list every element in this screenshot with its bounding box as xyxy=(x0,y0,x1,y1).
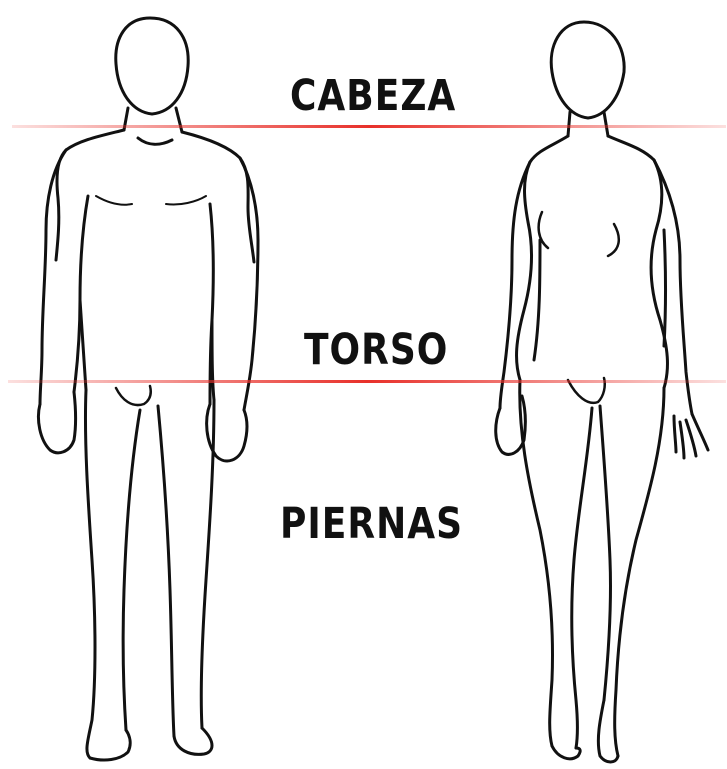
male-head xyxy=(116,18,188,114)
head-section-label: CABEZA xyxy=(290,72,456,120)
male-figure xyxy=(38,18,258,760)
male-left-arm xyxy=(40,150,88,404)
male-waist xyxy=(80,300,214,400)
male-torso-right xyxy=(182,132,254,262)
male-left-foot xyxy=(90,730,130,760)
female-figure xyxy=(496,22,708,762)
male-collar xyxy=(138,138,172,144)
male-neck xyxy=(124,108,182,132)
female-bust xyxy=(539,212,619,256)
female-right-hand xyxy=(674,414,708,458)
female-shoulders xyxy=(530,136,654,162)
male-left-hand xyxy=(38,392,75,453)
female-right-leg xyxy=(600,388,664,756)
female-neck xyxy=(568,112,608,136)
male-left-leg xyxy=(85,390,140,758)
male-right-arm xyxy=(210,158,258,410)
female-left-arm xyxy=(500,162,540,408)
female-left-foot xyxy=(552,746,580,759)
male-crotch xyxy=(116,386,151,405)
female-head xyxy=(551,22,624,118)
torso-section-label: TORSO xyxy=(304,326,448,374)
female-right-arm xyxy=(654,160,692,414)
head-divider-line xyxy=(12,125,726,128)
male-right-leg xyxy=(158,400,214,736)
torso-divider-line xyxy=(8,380,726,383)
female-left-leg xyxy=(520,380,592,748)
male-chest xyxy=(96,196,206,205)
legs-section-label: PIERNAS xyxy=(280,500,463,548)
male-right-foot xyxy=(174,728,212,754)
